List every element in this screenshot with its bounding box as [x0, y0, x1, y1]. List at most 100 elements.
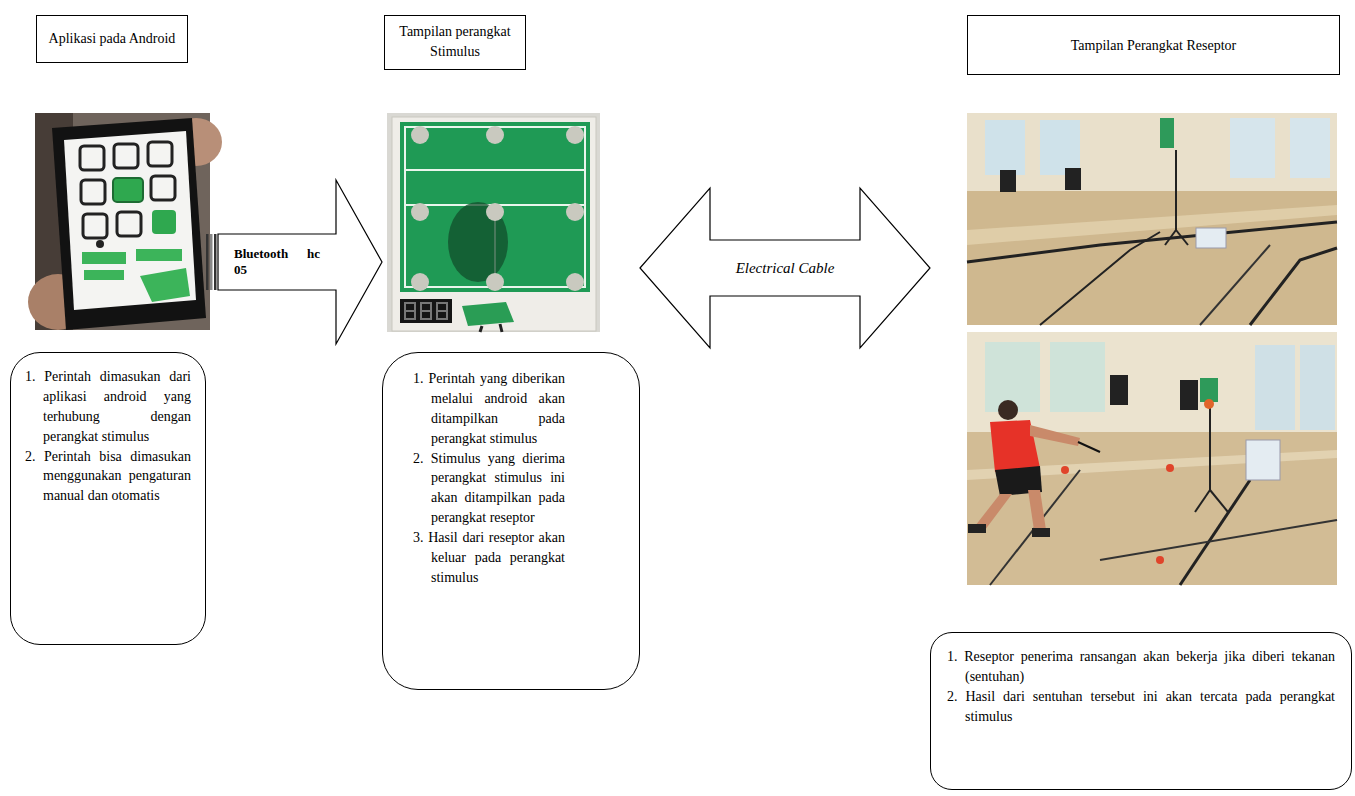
- receptor-hall-photo-part: [1230, 118, 1275, 178]
- edge-label: Bluetooth hc 05: [234, 246, 320, 278]
- list-item: 1. Perintah yang diberikan melalui andro…: [413, 369, 565, 449]
- block-arrow: [640, 188, 930, 348]
- receptor-player-photo-part: [998, 400, 1018, 420]
- receptor-hall-photo-part: [1040, 232, 1160, 325]
- receptor-player-photo-part: [968, 524, 986, 533]
- receptor-player-photo-part: [1180, 480, 1250, 585]
- receptor-player-photo-part: [1028, 490, 1046, 530]
- receptor-player-photo-part: [1200, 378, 1218, 402]
- receptor-player-photo-part: [1246, 440, 1280, 480]
- stimulus-device-photo-part: [566, 203, 584, 221]
- stimulus-device-photo-part: [387, 113, 600, 332]
- receptor-player-photo-part: [1180, 380, 1198, 410]
- receptor-hall-photo-part: [1040, 120, 1080, 175]
- receptor-hall-photo-part: [1290, 118, 1330, 178]
- receptor-player-photo-part: [1110, 375, 1128, 405]
- numbered-list-box: 1. Perintah yang diberikan melalui andro…: [382, 352, 640, 690]
- stimulus-device-photo-part: [405, 127, 585, 287]
- receptor-player-photo: [967, 332, 1337, 585]
- receptor-hall-photo-part: [1160, 118, 1174, 148]
- receptor-player-photo-part: [1078, 442, 1100, 452]
- stimulus-device-photo-part: [486, 126, 504, 144]
- list-item: 2. Hasil dari sentuhan tersebut ini akan…: [947, 687, 1335, 727]
- block-arrow-part: [218, 180, 382, 344]
- stimulus-device-photo-part: [405, 303, 447, 319]
- stimulus-device-photo-part-part: [405, 303, 415, 319]
- header-text: Aplikasi pada Android: [49, 29, 176, 49]
- list-item: 3. Hasil dari reseptor akan keluar pada …: [413, 528, 565, 588]
- receptor-hall-photo-part: [1065, 168, 1081, 190]
- list-item: 1. Perintah dimasukan dari aplikasi andr…: [25, 367, 191, 447]
- receptor-player-photo-part: [967, 332, 1337, 585]
- block-arrow-part: [214, 234, 217, 290]
- stimulus-device-photo-part: [400, 122, 590, 292]
- stimulus-device-photo-part-part: [421, 303, 431, 319]
- receptor-player-photo-part: [1210, 490, 1228, 512]
- receptor-player-photo-part: [1300, 345, 1335, 430]
- header-text-group: Aplikasi pada Android: [49, 29, 176, 49]
- android-photo-part: [52, 118, 206, 330]
- receptor-player-photo-part: [1209, 395, 1211, 490]
- android-photo-part: [113, 178, 143, 202]
- stimulus-device-photo-part: [480, 326, 482, 332]
- receptor-player-photo-part: [967, 332, 1337, 432]
- android-photo-part: [64, 131, 196, 310]
- android-photo-part: [152, 210, 176, 234]
- android-photo: [28, 113, 222, 330]
- header-text: Tampilan Perangkat Reseptor: [1071, 36, 1236, 56]
- stimulus-device-photo-part: [566, 126, 584, 144]
- stimulus-device-photo-part-part: [437, 303, 447, 319]
- list-item: 2. Perintah bisa dimasukan menggunakan p…: [25, 447, 191, 507]
- receptor-player-photo-part: [1166, 464, 1174, 472]
- receptor-hall-photo-part: [967, 222, 1337, 262]
- receptor-hall-photo-part: [1000, 170, 1016, 192]
- stimulus-device-photo-part: [411, 273, 429, 291]
- block-arrow: [206, 180, 382, 344]
- list-item: 1. Reseptor penerima ransangan akan beke…: [947, 647, 1335, 687]
- list-item: 2. Stimulus yang dierima perangkat stimu…: [413, 449, 565, 529]
- android-photo-part: [80, 146, 104, 170]
- android-photo-part: [96, 240, 104, 248]
- stimulus-device-photo-part-part: [405, 310, 415, 312]
- stimulus-device-photo-part: [400, 299, 452, 323]
- numbered-list-box: 1. Reseptor penerima ransangan akan beke…: [930, 632, 1352, 790]
- stimulus-device-photo-part-part: [437, 310, 447, 312]
- stimulus-device-photo-part: [411, 126, 429, 144]
- stimulus-device-photo-part: [462, 302, 514, 326]
- header-box: Tampilan Perangkat Reseptor: [967, 15, 1340, 75]
- stimulus-device-photo-part: [500, 324, 502, 332]
- receptor-player-photo-part: [1030, 425, 1080, 446]
- android-photo-part: [140, 268, 190, 302]
- stimulus-device-photo-part: [392, 117, 596, 331]
- receptor-player-photo-part: [1156, 556, 1164, 564]
- android-photo-part: [148, 142, 172, 166]
- header-box: Aplikasi pada Android: [36, 15, 188, 63]
- block-arrow-part: [210, 234, 213, 290]
- android-photo-part: [82, 252, 126, 264]
- header-text-group: Tampilan Perangkat Reseptor: [1071, 36, 1236, 56]
- block-arrow-part: [640, 188, 930, 348]
- receptor-hall-photo-part: [967, 113, 1337, 191]
- receptor-player-photo-part: [1032, 528, 1050, 537]
- stimulus-device-photo-part: [566, 273, 584, 291]
- receptor-hall-photo: [967, 113, 1337, 325]
- receptor-player-photo-part: [1061, 466, 1069, 474]
- stimulus-device-photo-part: [448, 202, 508, 282]
- android-photo-part: [151, 176, 175, 200]
- stimulus-device-photo-part-part: [421, 310, 431, 312]
- receptor-hall-photo-part: [1165, 230, 1176, 245]
- header-box: Tampilan perangkat Stimulus: [384, 15, 526, 70]
- receptor-player-photo-part: [1255, 345, 1295, 430]
- numbered-list-box: 1. Perintah dimasukan dari aplikasi andr…: [10, 352, 206, 645]
- block-arrow-part: [206, 234, 209, 290]
- android-photo-part: [83, 214, 107, 238]
- receptor-player-photo-part: [1050, 342, 1105, 412]
- android-photo-part: [117, 212, 141, 236]
- header-text-group: Tampilan perangkat Stimulus: [393, 22, 517, 63]
- receptor-hall-photo-part: [1176, 230, 1188, 245]
- android-photo-part: [84, 270, 124, 280]
- receptor-hall-photo-part: [1175, 150, 1177, 230]
- receptor-hall-photo-part: [1200, 245, 1270, 325]
- receptor-hall-photo-part: [967, 113, 1337, 325]
- android-photo-part: [81, 180, 105, 204]
